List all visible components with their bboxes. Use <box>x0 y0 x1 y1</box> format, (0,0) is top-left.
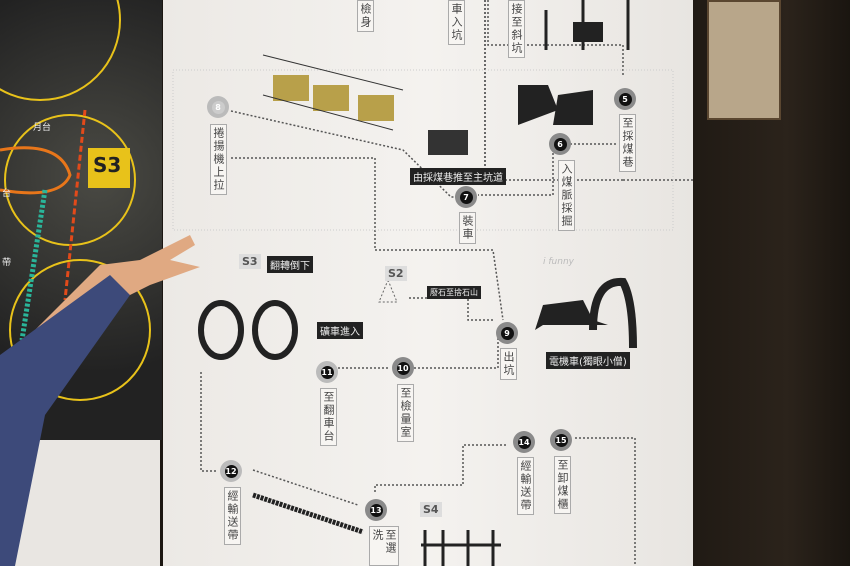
step-label: 車入坑 <box>448 0 465 45</box>
step-label: 至卸煤櫃 <box>554 456 571 514</box>
step-node-9: 9 <box>496 322 518 344</box>
step-node-13: 13 <box>365 499 387 521</box>
step-label: 檢身 <box>357 0 374 32</box>
step-number: 7 <box>459 190 473 204</box>
map-routes <box>0 0 151 401</box>
map-label: 帶 <box>2 258 12 268</box>
pointing-hand-arm <box>0 235 200 566</box>
step-number: 8 <box>211 100 225 114</box>
map-label: 月台 <box>33 123 52 133</box>
map-label: 台 <box>2 189 12 199</box>
small-poster <box>707 0 781 120</box>
step-node-5: 5 <box>614 88 636 110</box>
step-label: 經輸送帶 <box>224 487 241 545</box>
step-number: 6 <box>553 137 567 151</box>
step-label: 捲揚機上拉 <box>210 124 227 195</box>
step-number: 15 <box>554 433 568 447</box>
section-s4: S4 <box>420 502 442 517</box>
step-label: 裝車 <box>459 212 476 244</box>
step-number: 13 <box>369 503 383 517</box>
step-node-14: 14 <box>513 431 535 453</box>
caption-loco: 電機車(獨眼小僧) <box>546 352 630 369</box>
mining-process-poster: 檢身 車入坑 接至斜坑 5 至採煤巷 6 入煤脈採掘 7 裝車 8 捲揚機上拉 … <box>163 0 693 566</box>
step-label: 至翻車台 <box>320 388 337 446</box>
step-node-8: 8 <box>207 96 229 118</box>
step-node-12: 12 <box>220 460 242 482</box>
section-s3: S3 <box>239 254 261 269</box>
step-number: 12 <box>224 464 238 478</box>
section-s2: S2 <box>385 266 407 281</box>
caption-flip: 翻轉倒下 <box>267 256 313 273</box>
map-label-s3: S3 <box>93 153 122 177</box>
step-node-10: 10 <box>392 357 414 379</box>
step-node-6: 6 <box>549 133 571 155</box>
step-node-7: 7 <box>455 186 477 208</box>
watermark: i funny <box>543 257 574 267</box>
step-label: 至檢量室 <box>397 384 414 442</box>
step-label: 入煤脈採掘 <box>558 160 575 231</box>
step-number: 11 <box>320 365 334 379</box>
caption-enter: 礦車進入 <box>317 322 363 339</box>
flow-lines <box>172 0 693 566</box>
step-number: 9 <box>500 326 514 340</box>
step-label: 出坑 <box>500 348 517 380</box>
step-node-15: 15 <box>550 429 572 451</box>
step-label: 至採煤巷 <box>619 114 636 172</box>
step-label: 接至斜坑 <box>508 0 525 58</box>
step-node-11: 11 <box>316 361 338 383</box>
step-number: 10 <box>396 361 410 375</box>
step-label: 至選洗 <box>369 526 399 566</box>
caption-waste: 廢石至捨石山 <box>427 286 481 299</box>
caption-push: 由採煤巷推至主坑道 <box>410 168 506 185</box>
step-number: 14 <box>517 435 531 449</box>
step-label: 經輸送帶 <box>517 457 534 515</box>
step-number: 5 <box>618 92 632 106</box>
